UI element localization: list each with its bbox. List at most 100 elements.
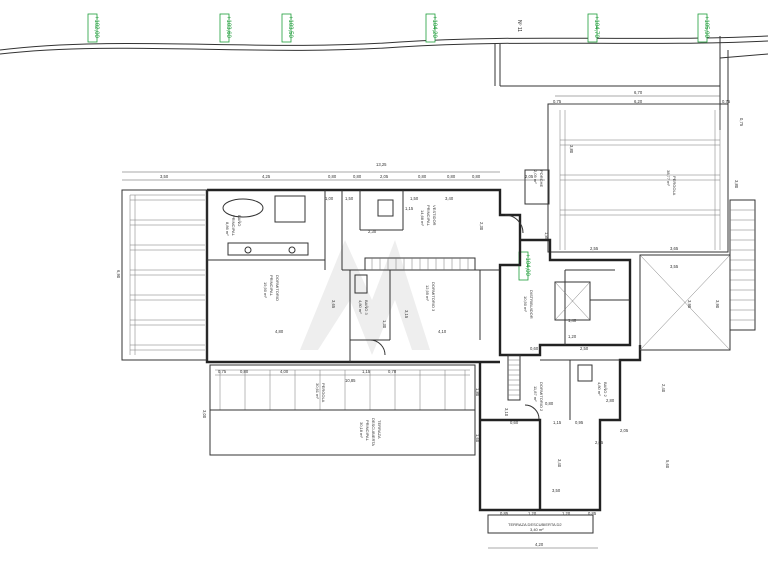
shower — [274, 195, 306, 223]
svg-text:PORCHE: PORCHE — [539, 170, 544, 187]
svg-text:1,40: 1,40 — [568, 318, 577, 323]
level-tag: +104,20 — [425, 13, 437, 43]
svg-text:DORMITORIO 2: DORMITORIO 2 — [539, 382, 544, 412]
svg-text:PRINCIPAL: PRINCIPAL — [269, 275, 274, 297]
svg-text:3,15: 3,15 — [404, 310, 409, 319]
svg-text:2,80: 2,80 — [606, 398, 615, 403]
svg-text:4,80: 4,80 — [275, 329, 284, 334]
svg-text:2,05: 2,05 — [595, 440, 604, 445]
svg-text:0,80: 0,80 — [353, 174, 362, 179]
svg-text:4,10: 4,10 — [438, 329, 447, 334]
svg-text:0,80: 0,80 — [418, 174, 427, 179]
svg-text:12,95 m²: 12,95 m² — [425, 285, 430, 301]
svg-text:1,20: 1,20 — [528, 511, 537, 516]
svg-text:DORMITORIO: DORMITORIO — [275, 275, 280, 301]
svg-text:38,77 m²: 38,77 m² — [666, 170, 671, 186]
svg-text:1,15: 1,15 — [362, 369, 371, 374]
svg-text:+103,60: +103,60 — [225, 16, 231, 39]
svg-text:5,60: 5,60 — [665, 460, 670, 469]
svg-text:2,55: 2,55 — [590, 246, 599, 251]
svg-text:2,40: 2,40 — [661, 384, 666, 393]
toilet — [354, 274, 368, 294]
svg-text:TERRAZA: TERRAZA — [377, 420, 382, 439]
svg-text:TERRAZA DESCUBIERTA D2: TERRAZA DESCUBIERTA D2 — [508, 522, 562, 527]
street-boundary: Nº 11 — [0, 20, 768, 130]
svg-text:2,30: 2,30 — [479, 222, 484, 231]
porche: PORCHE 2,09 m² — [524, 169, 550, 205]
svg-text:1,30: 1,30 — [382, 320, 387, 329]
svg-text:0,60: 0,60 — [530, 346, 539, 351]
bottom-pergola — [209, 364, 476, 411]
level-tag: +105,90 — [697, 13, 709, 43]
svg-text:3,40: 3,40 — [557, 459, 562, 468]
svg-text:0,75: 0,75 — [553, 99, 562, 104]
svg-text:8,86 m²: 8,86 m² — [225, 222, 230, 236]
svg-text:PRINCIPAL: PRINCIPAL — [365, 420, 370, 442]
svg-text:DORMITORIO 3: DORMITORIO 3 — [431, 282, 436, 312]
svg-text:3,50: 3,50 — [160, 174, 169, 179]
pergola-top: 6,70 6,20 0,75 0,75 PERGOLA 38,77 m² 3,8… — [547, 90, 744, 253]
svg-text:3,00: 3,00 — [202, 410, 207, 419]
svg-text:+104,20: +104,20 — [431, 16, 437, 39]
svg-text:0,75: 0,75 — [218, 369, 227, 374]
toilet — [377, 199, 394, 217]
svg-text:3,80: 3,80 — [569, 145, 574, 154]
svg-text:2,50: 2,50 — [580, 346, 589, 351]
room-labels: BAÑO PRINCIPAL 8,86 m² VESTIDOR PRINCIPA… — [225, 205, 608, 532]
left-pergola — [121, 189, 208, 361]
svg-text:3,40: 3,40 — [445, 196, 454, 201]
svg-text:1,50: 1,50 — [345, 196, 354, 201]
svg-text:0,75: 0,75 — [722, 99, 731, 104]
terrace-d2: 4,20 — [487, 514, 598, 549]
stairs-top — [364, 257, 476, 271]
svg-text:PRINCIPAL: PRINCIPAL — [231, 215, 236, 237]
svg-text:30,18 m²: 30,18 m² — [359, 422, 364, 438]
svg-text:6,70: 6,70 — [634, 90, 643, 95]
stairs-right — [729, 199, 756, 331]
svg-text:10,85: 10,85 — [345, 378, 356, 383]
main-terrace — [209, 409, 476, 456]
svg-text:3,90: 3,90 — [715, 300, 720, 309]
svg-text:1,20: 1,20 — [562, 511, 571, 516]
fixtures — [222, 195, 593, 420]
svg-text:0,80: 0,80 — [545, 401, 554, 406]
level-tag: +103,60 — [219, 13, 231, 43]
svg-text:19,90 m²: 19,90 m² — [263, 282, 268, 298]
svg-text:BAÑO: BAÑO — [237, 215, 242, 226]
level-tag: +104,70 — [587, 13, 599, 43]
bathtub — [222, 198, 264, 218]
svg-text:0,95: 0,95 — [575, 420, 584, 425]
svg-text:0,80: 0,80 — [328, 174, 337, 179]
svg-text:1,15: 1,15 — [553, 420, 562, 425]
level-tags: +102,00 +103,60 +103,50 +104,20 +104,70 … — [87, 13, 709, 281]
svg-text:DISTRIBUIDOR: DISTRIBUIDOR — [529, 290, 534, 319]
svg-text:0,85: 0,85 — [500, 511, 509, 516]
dimensions: 13,25 3,50 4,25 0,80 0,80 2,05 0,80 0,80… — [116, 162, 720, 516]
svg-text:4,80 m²: 4,80 m² — [358, 300, 363, 314]
svg-text:0,70: 0,70 — [388, 369, 397, 374]
svg-text:0,80: 0,80 — [447, 174, 456, 179]
door-swing — [504, 214, 524, 234]
svg-text:1,80: 1,80 — [475, 388, 480, 397]
stairs-left — [507, 354, 521, 401]
svg-text:+105,90: +105,90 — [703, 16, 709, 39]
svg-text:0,75: 0,75 — [739, 118, 744, 127]
svg-text:PERGOLA: PERGOLA — [672, 176, 677, 196]
svg-text:2,05: 2,05 — [380, 174, 389, 179]
svg-text:10,50 m²: 10,50 m² — [523, 296, 528, 312]
svg-text:3,90: 3,90 — [687, 300, 692, 309]
svg-text:2,05: 2,05 — [525, 174, 534, 179]
watermark — [300, 240, 430, 355]
svg-text:2,05: 2,05 — [620, 428, 629, 433]
svg-text:4,80 m²: 4,80 m² — [597, 382, 602, 396]
sink — [244, 246, 252, 254]
svg-text:BAÑO 3: BAÑO 3 — [364, 300, 369, 315]
interior-walls — [207, 190, 630, 420]
door-swing — [369, 339, 386, 356]
svg-text:4,00: 4,00 — [280, 369, 289, 374]
svg-text:1,15: 1,15 — [405, 206, 414, 211]
svg-text:3,65: 3,65 — [670, 246, 679, 251]
toilet — [577, 364, 593, 382]
svg-text:30,61 m²: 30,61 m² — [315, 383, 320, 399]
